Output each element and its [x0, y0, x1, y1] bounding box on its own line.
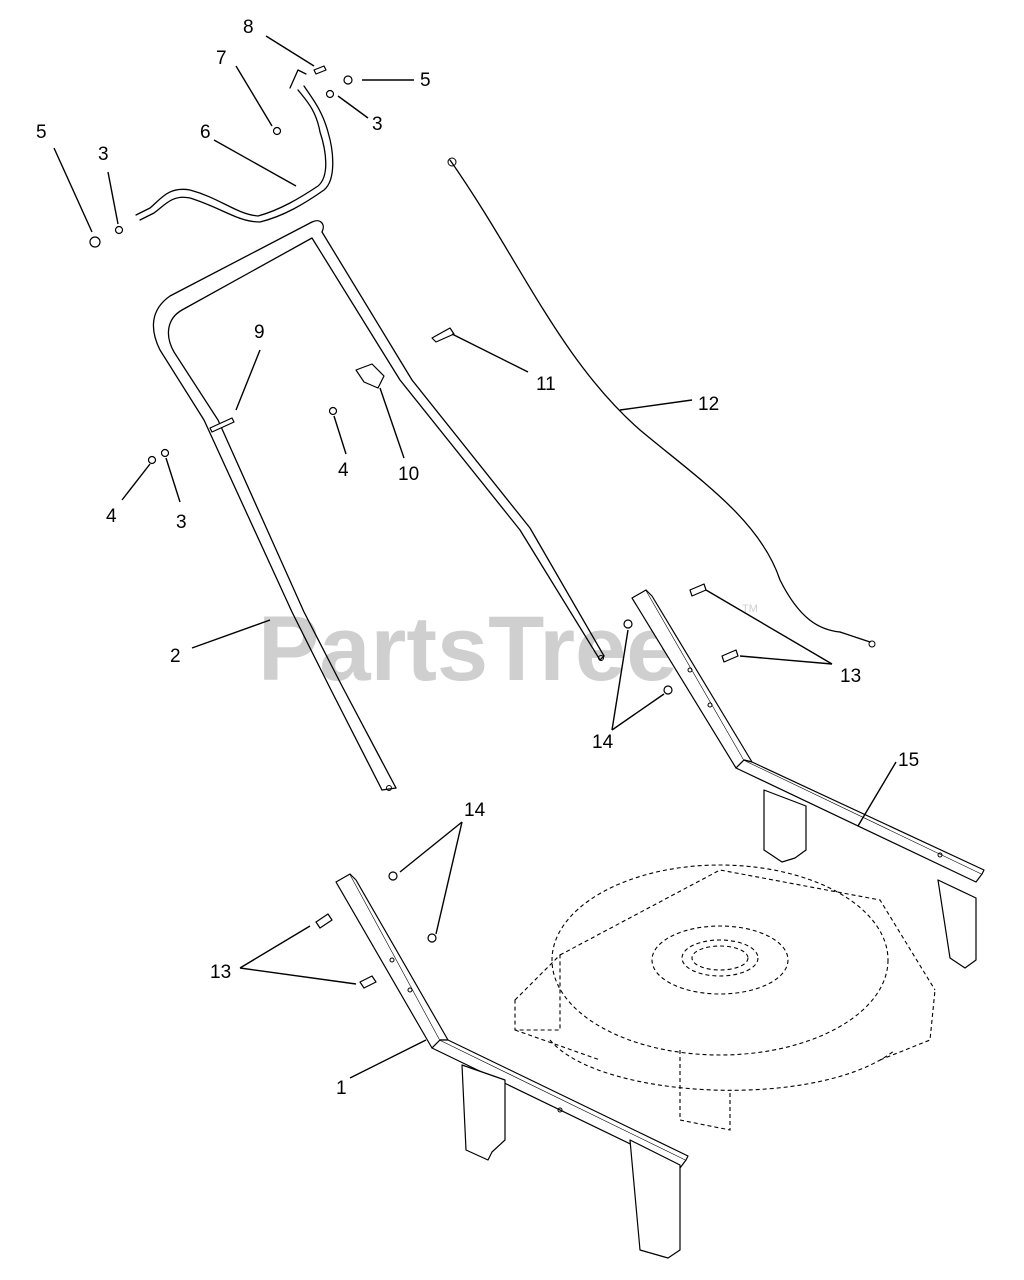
callout-8: 8: [243, 17, 254, 38]
callout-5-top: 5: [420, 70, 431, 91]
callout-3-top: 3: [372, 114, 383, 135]
watermark-text: PartsTree: [258, 598, 677, 700]
callout-labels: 8 5 3 7 6 5 3 9 4 4 3 10 11 12 2 13 14 1…: [36, 17, 919, 1099]
callout-7: 7: [216, 48, 227, 69]
callout-10: 10: [398, 464, 419, 485]
callout-2: 2: [170, 646, 181, 667]
watermark-trademark: TM: [742, 603, 758, 615]
callout-15: 15: [898, 750, 919, 771]
callout-11: 11: [536, 374, 556, 395]
lower-handle-right: [631, 589, 985, 969]
upper-handle: [152, 220, 605, 791]
callout-4-center: 4: [338, 460, 349, 481]
callout-6: 6: [200, 122, 211, 143]
callout-12: 12: [698, 394, 719, 415]
control-bail: [135, 69, 334, 223]
lower-handle-left: [335, 873, 689, 1259]
callout-1: 1: [336, 1078, 347, 1099]
mower-deck: [514, 864, 936, 1131]
leader-lines: [53, 35, 897, 1079]
hardware: [89, 65, 739, 989]
callout-9: 9: [254, 322, 265, 343]
callout-3-handle: 3: [176, 512, 187, 533]
callout-14-left: 14: [464, 800, 486, 821]
callout-4-left: 4: [106, 506, 117, 527]
callout-14-right: 14: [592, 732, 614, 753]
control-cable: [447, 157, 876, 648]
callout-3-left: 3: [98, 144, 109, 165]
callout-13-left: 13: [210, 962, 231, 983]
callout-13-right: 13: [840, 666, 861, 687]
callout-5-left: 5: [36, 122, 47, 143]
